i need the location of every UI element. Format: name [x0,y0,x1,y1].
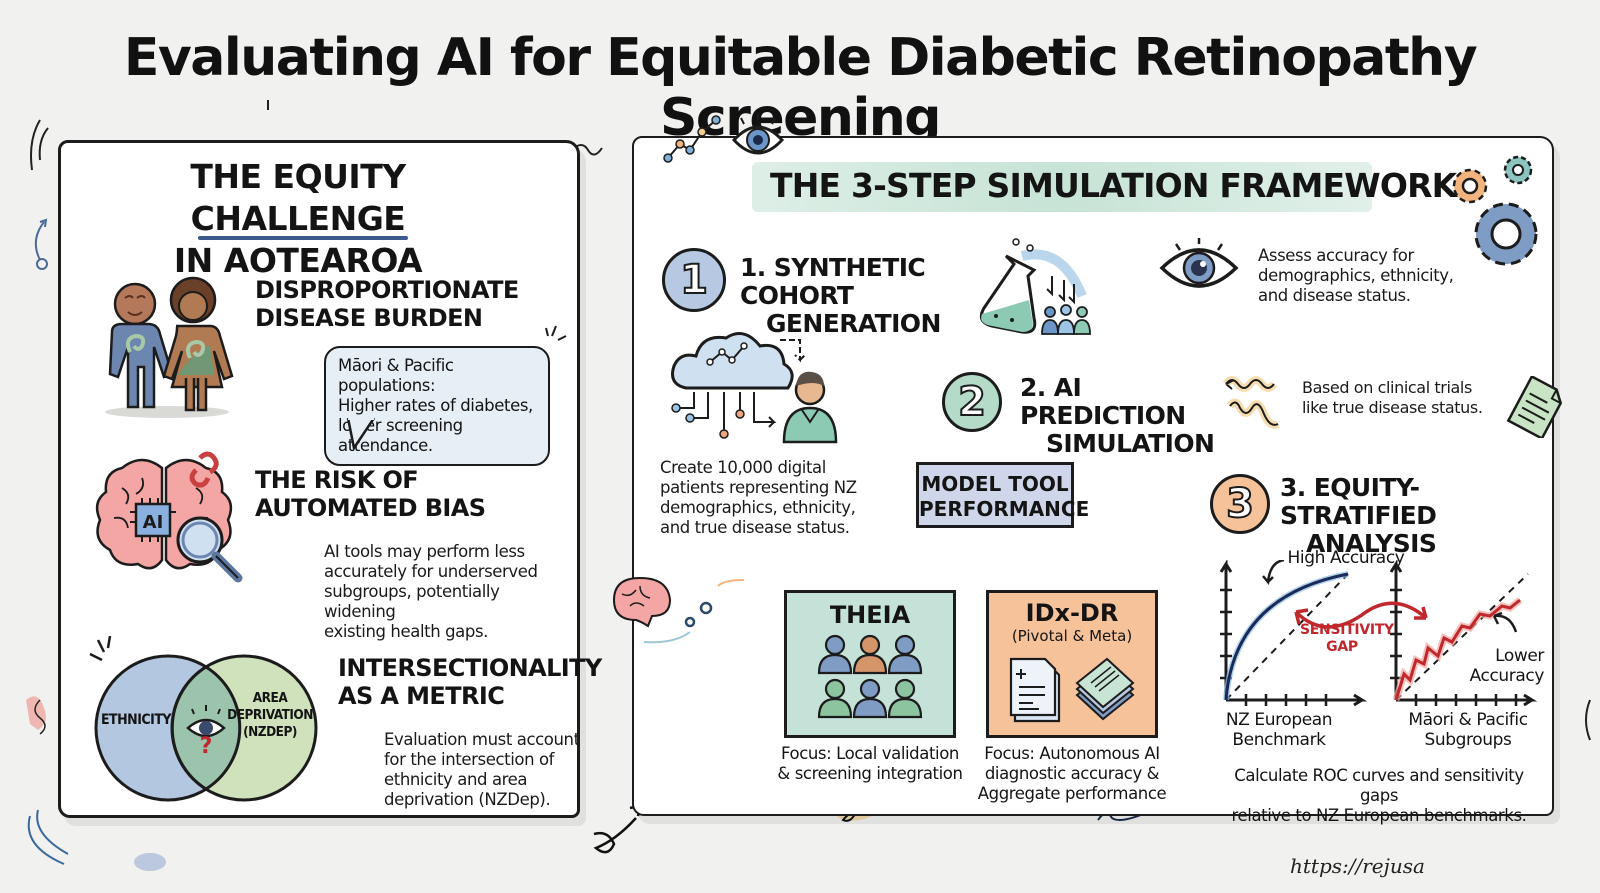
equity-challenge-heading: THE EQUITY CHALLENGE IN AOTEAROA [173,157,423,280]
framework-heading: THE 3-STEP SIMULATION FRAMEWORK [770,166,1457,205]
svg-text:AI: AI [143,512,164,533]
venn-area-deprivation-label: AREA DEPRIVATION (NZDEP) [227,690,313,740]
footer-url[interactable]: https://rejusa [1290,854,1425,878]
idx-dr-title: IDx-DR [1025,599,1119,627]
speech-bubble-tail [346,418,376,452]
step-1-title: 1. SYNTHETIC COHORT GENERATION [740,253,941,338]
brain-ai-icon: AI [95,451,243,583]
step-3-badge: 3 [1210,474,1270,534]
small-brain-icon [612,576,745,644]
group-people-icon [817,634,923,719]
gears-icon [1452,155,1538,266]
theia-tool-card: THEIA [784,590,956,738]
step-1-badge: 1 [662,248,726,312]
theia-caption: Focus: Local validation & screening inte… [777,744,963,783]
step-2-note: Based on clinical trials like true disea… [1302,378,1483,417]
venn-diagram-icon [89,636,318,802]
emphasis-marks [545,325,567,341]
venn-question-mark: ? [199,734,213,759]
documents-stack-icon [1009,657,1135,723]
network-eye-icon [663,113,785,163]
squiggle-arrows-icon [1222,376,1280,429]
step-2-title: 2. AI PREDICTION SIMULATION [1020,373,1215,458]
idx-dr-tool-card: IDx-DR (Pivotal & Meta) [986,590,1158,738]
idx-dr-caption: Focus: Autonomous AI diagnostic accuracy… [977,744,1167,803]
roc-curves-chart [1219,560,1538,707]
high-accuracy-label: High Accuracy [1287,548,1405,568]
page-title: Evaluating AI for Equitable Diabetic Ret… [123,28,1478,148]
automated-bias-title: THE RISK OF AUTOMATED BIAS [255,466,486,522]
intersectionality-title: INTERSECTIONALITY AS A METRIC [338,654,602,710]
venn-ethnicity-label: ETHNICITY [100,712,172,728]
maori-pacific-subgroups-label: Māori & Pacific Subgroups [1408,710,1528,750]
disease-burden-title: DISPROPORTIONATE DISEASE BURDEN [255,276,519,332]
theia-title: THEIA [829,601,911,629]
flask-cohort-icon [979,238,1091,335]
step-1-description: Create 10,000 digital patients represent… [660,458,857,537]
model-tool-performance-box: MODEL TOOL PERFORMANCE [916,462,1089,528]
eye-note-text: Assess accuracy for demographics, ethnic… [1258,246,1454,305]
document-icon [1506,376,1563,438]
roc-summary-text: Calculate ROC curves and sensitivity gap… [1231,766,1527,825]
disease-burden-speech-bubble: Māori & Pacific populations: Higher rate… [324,346,550,466]
idx-dr-subtitle: (Pivotal & Meta) [1011,627,1133,645]
sensitivity-gap-label: SENSITIVITY GAP [1300,622,1394,655]
step-3-title: 3. EQUITY-STRATIFIED ANALYSIS [1280,473,1437,558]
step-2-badge: 2 [942,372,1002,432]
people-icon [105,276,234,418]
automated-bias-text: AI tools may perform less accurately for… [324,542,538,641]
cloud-patient-icon [671,332,838,444]
eye-icon [1159,238,1239,288]
framework-heading-highlight [752,162,1372,212]
heading-underline [198,236,408,240]
lower-accuracy-label: Lower Accuracy [1469,646,1545,686]
intersectionality-text: Evaluation must account for the intersec… [384,730,580,809]
nz-european-benchmark-label: NZ European Benchmark [1225,710,1333,750]
